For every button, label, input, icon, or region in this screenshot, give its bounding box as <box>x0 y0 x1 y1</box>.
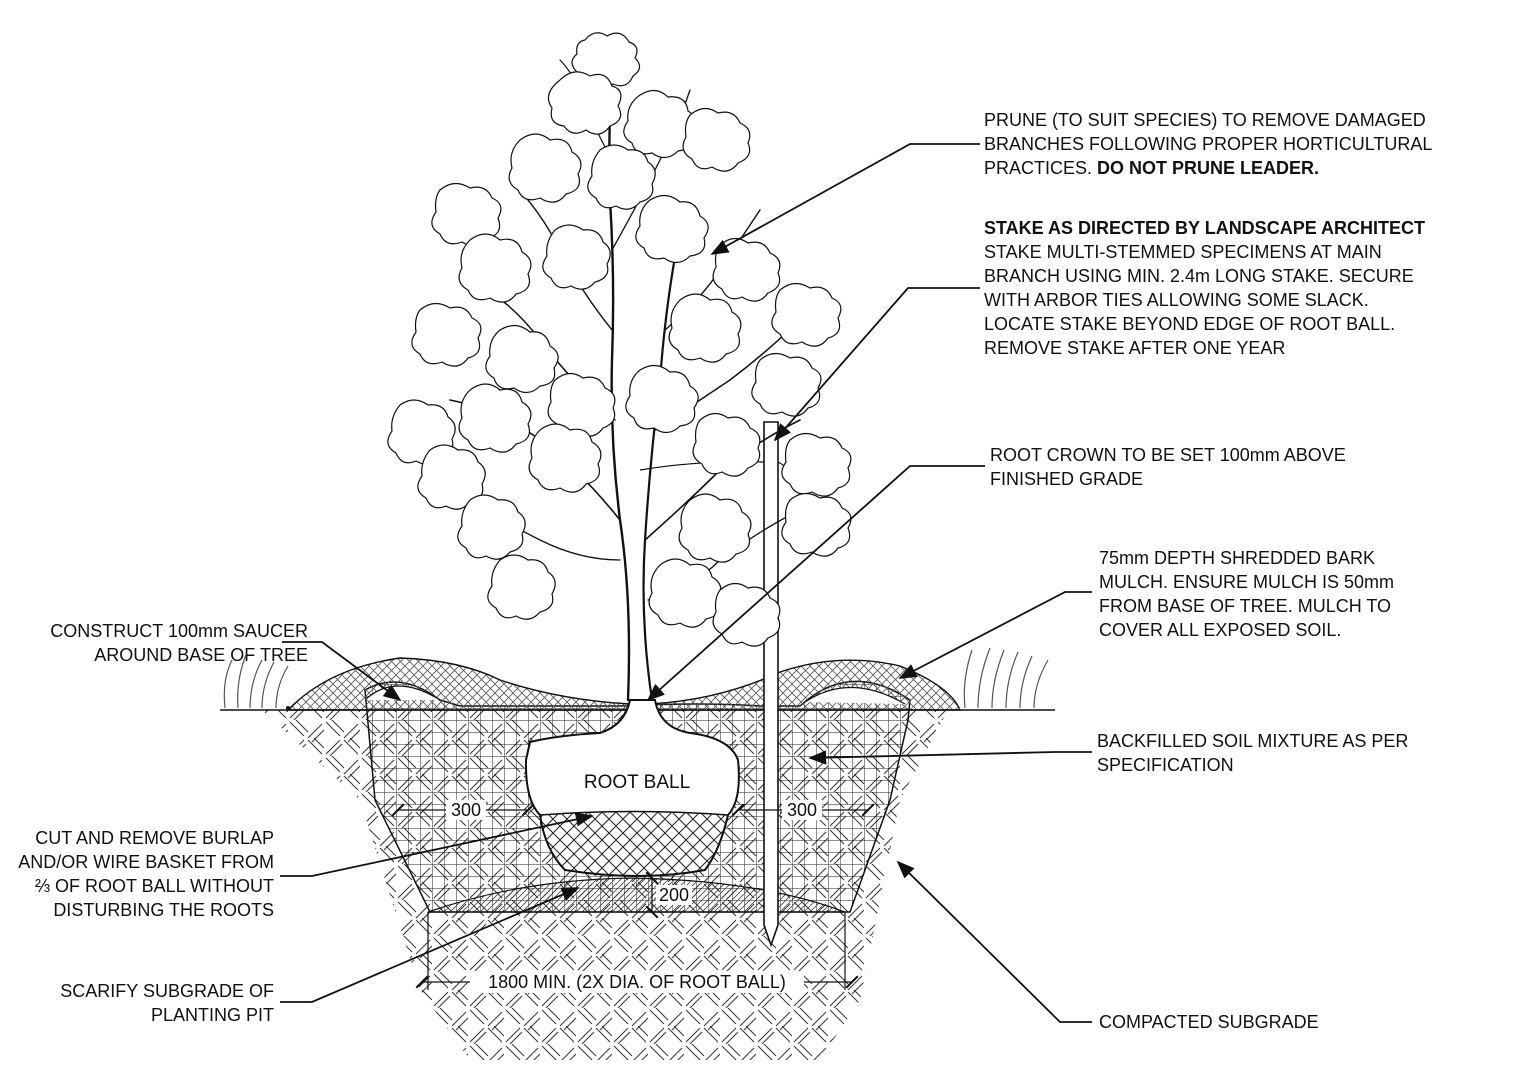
note-compacted-line1: COMPACTED SUBGRADE <box>1099 1012 1319 1032</box>
leader-scarify <box>280 887 580 1003</box>
dim-width-label: 1800 MIN. (2X DIA. OF ROOT BALL) <box>488 972 786 992</box>
note-saucer: CONSTRUCT 100mm SAUCER AROUND BASE OF TR… <box>50 619 308 667</box>
note-root-crown: ROOT CROWN TO BE SET 100mm ABOVE FINISHE… <box>990 443 1346 491</box>
note-stake-heading: STAKE AS DIRECTED BY LANDSCAPE ARCHITECT <box>984 218 1426 238</box>
note-prune-line1: PRUNE (TO SUIT SPECIES) TO REMOVE DAMAGE… <box>984 110 1426 130</box>
tree-canopy-foliage <box>387 32 852 647</box>
note-saucer-line1: CONSTRUCT 100mm SAUCER <box>50 621 308 641</box>
leader-lines <box>280 143 1092 1023</box>
note-backfill: BACKFILLED SOIL MIXTURE AS PER SPECIFICA… <box>1097 729 1408 777</box>
note-scarify-line1: SCARIFY SUBGRADE OF <box>60 981 274 1001</box>
note-stake-line4: LOCATE STAKE BEYOND EDGE OF ROOT BALL. <box>984 314 1396 334</box>
root-ball: ROOT BALL <box>524 699 740 877</box>
dim-left-label: 300 <box>451 800 481 820</box>
leader-saucer <box>282 641 402 702</box>
note-mulch-line4: COVER ALL EXPOSED SOIL. <box>1099 620 1342 640</box>
note-mulch-line2: MULCH. ENSURE MULCH IS 50mm <box>1099 572 1395 592</box>
note-root-crown-line2: FINISHED GRADE <box>990 469 1144 489</box>
note-prune-line3: PRACTICES. DO NOT PRUNE LEADER. <box>984 156 1432 180</box>
note-mulch-line3: FROM BASE OF TREE. MULCH TO <box>1099 596 1392 616</box>
note-backfill-line2: SPECIFICATION <box>1097 755 1234 775</box>
leader-backfill <box>808 750 1092 765</box>
mulch-layer <box>289 657 962 711</box>
dimension-labels: 300 300 200 1800 MIN. (2X DIA. OF ROOT B… <box>446 800 822 993</box>
note-burlap: CUT AND REMOVE BURLAP AND/OR WIRE BASKET… <box>18 826 274 922</box>
note-prune-line3-text: PRACTICES. <box>984 158 1098 178</box>
note-stake-line5: REMOVE STAKE AFTER ONE YEAR <box>984 338 1286 358</box>
note-saucer-line2: AROUND BASE OF TREE <box>94 645 308 665</box>
leader-root-crown <box>646 465 985 702</box>
note-stake: STAKE AS DIRECTED BY LANDSCAPE ARCHITECT… <box>984 216 1425 360</box>
note-stake-line3: WITH ARBOR TIES ALLOWING SOME SLACK. <box>984 290 1369 310</box>
grass-tufts <box>223 647 1049 709</box>
leader-saucer-dot <box>286 706 290 710</box>
note-scarify-line2: PLANTING PIT <box>150 1005 274 1025</box>
note-prune-emphasis: DO NOT PRUNE LEADER. <box>1097 158 1320 178</box>
leader-stake <box>773 287 980 442</box>
note-prune-line2: BRANCHES FOLLOWING PROPER HORTICULTURAL <box>984 134 1433 154</box>
leader-compacted <box>896 860 1092 1023</box>
note-mulch-line1: 75mm DEPTH SHREDDED BARK <box>1099 548 1376 568</box>
note-compacted: COMPACTED SUBGRADE <box>1099 1010 1319 1034</box>
dim-depth-label: 200 <box>659 885 689 905</box>
note-backfill-line1: BACKFILLED SOIL MIXTURE AS PER <box>1097 731 1409 751</box>
note-prune: PRUNE (TO SUIT SPECIES) TO REMOVE DAMAGE… <box>984 108 1432 180</box>
leader-burlap <box>280 812 594 877</box>
note-burlap-line3: ⅔ OF ROOT BALL WITHOUT <box>34 876 274 896</box>
note-burlap-line1: CUT AND REMOVE BURLAP <box>35 828 274 848</box>
note-burlap-line2: AND/OR WIRE BASKET FROM <box>18 852 274 872</box>
note-stake-line2: BRANCH USING MIN. 2.4m LONG STAKE. SECUR… <box>984 266 1414 286</box>
note-scarify: SCARIFY SUBGRADE OF PLANTING PIT <box>60 979 274 1027</box>
leader-prune <box>710 143 980 255</box>
leader-mulch <box>898 591 1092 679</box>
note-stake-line1: STAKE MULTI-STEMMED SPECIMENS AT MAIN <box>984 242 1382 262</box>
note-root-crown-line1: ROOT CROWN TO BE SET 100mm ABOVE <box>990 445 1346 465</box>
dim-right-label: 300 <box>787 800 817 820</box>
root-ball-label: ROOT BALL <box>584 772 690 793</box>
note-burlap-line4: DISTURBING THE ROOTS <box>53 900 274 920</box>
scarified-subgrade <box>427 877 846 913</box>
note-mulch: 75mm DEPTH SHREDDED BARK MULCH. ENSURE M… <box>1099 546 1394 642</box>
